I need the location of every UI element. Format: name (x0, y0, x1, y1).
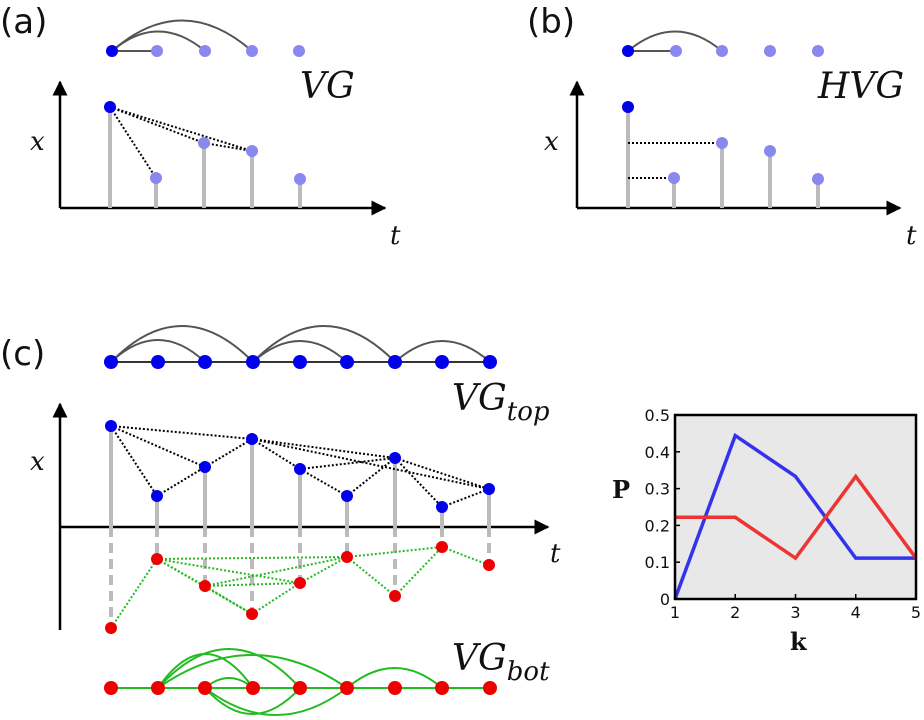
y-tick-label: 0 (660, 590, 670, 609)
panel-b-label: (b) (527, 2, 575, 42)
x-tick-label: 3 (790, 603, 800, 622)
series-line-2 (675, 473, 918, 561)
node (293, 355, 307, 369)
chart-frame (673, 413, 918, 601)
edge (110, 325, 254, 363)
node (716, 45, 728, 57)
degree-distribution-chart: 1 2 3 4 5 0 0.1 0.2 0.3 0.4 0.5 P k (612, 406, 921, 656)
point (812, 173, 824, 185)
bottom-visibility-lines (110, 546, 490, 629)
node (151, 681, 165, 695)
chart-x-label: k (790, 627, 808, 656)
stems (108, 107, 302, 208)
stems-top (109, 426, 491, 527)
edge (394, 340, 491, 363)
point (104, 101, 116, 113)
edge (157, 654, 348, 689)
y-tick-label: 0.1 (645, 553, 670, 572)
x-axis-label: t (906, 221, 917, 251)
panel-c: (c) VGtop x t (0, 325, 561, 716)
y-axis-label: x (30, 127, 45, 157)
panel-a-label: (a) (0, 2, 47, 42)
edge (346, 667, 443, 689)
node (198, 355, 212, 369)
edge (627, 30, 723, 52)
x-tick-label: 4 (851, 603, 861, 622)
point (198, 137, 210, 149)
edge (204, 687, 348, 716)
node (764, 45, 776, 57)
chart-series (673, 432, 918, 600)
point (668, 172, 680, 184)
node (293, 681, 307, 695)
point (294, 173, 306, 185)
stems (626, 107, 820, 208)
edge (157, 648, 301, 689)
chart-plot-area (674, 414, 917, 600)
x-axis-label: t (390, 221, 401, 251)
chart-y-label: P (612, 475, 630, 504)
top-points (105, 420, 495, 513)
x-tick-label: 1 (670, 603, 680, 622)
node (199, 45, 211, 57)
edge (204, 687, 301, 715)
node (246, 45, 258, 57)
edge (252, 340, 348, 363)
x-axis-label: t (550, 539, 561, 569)
y-axis-label: x (544, 127, 559, 157)
panel-a: (a) VG x t (0, 2, 401, 251)
node (151, 45, 163, 57)
x-tick-label: 5 (911, 603, 921, 622)
node (388, 355, 402, 369)
node (104, 681, 118, 695)
edge (111, 19, 253, 52)
node (483, 681, 497, 695)
point (246, 145, 258, 157)
bottom-graph (104, 648, 497, 716)
node (151, 355, 165, 369)
node (388, 681, 402, 695)
y-tick-label: 0.2 (645, 516, 670, 535)
node (104, 355, 118, 369)
series-line-1 (673, 432, 916, 600)
node (435, 355, 449, 369)
node (198, 681, 212, 695)
node (812, 45, 824, 57)
panel-c-label: (c) (0, 334, 45, 374)
point (716, 137, 728, 149)
panel-b: (b) HVG x t (527, 2, 917, 251)
node (435, 681, 449, 695)
node (246, 681, 260, 695)
y-tick-label: 0.4 (645, 443, 670, 462)
y-axis-label: x (30, 447, 45, 477)
bottom-points (105, 541, 495, 634)
node (246, 355, 260, 369)
visibility-lines (109, 106, 253, 179)
stems-bottom (109, 527, 491, 628)
node (293, 45, 305, 57)
node (670, 45, 682, 57)
point (150, 172, 162, 184)
top-graph (104, 325, 497, 369)
point (764, 145, 776, 157)
top-graph-label: VGtop (452, 378, 550, 427)
edge (252, 325, 396, 363)
node (340, 681, 354, 695)
panel-a-graph (106, 19, 305, 57)
x-tick-label: 2 (730, 603, 740, 622)
y-tick-label: 0.5 (645, 406, 670, 425)
chart-ticks: 1 2 3 4 5 0 0.1 0.2 0.3 0.4 0.5 (645, 406, 922, 622)
panel-b-graph-label: HVG (817, 66, 904, 107)
y-tick-label: 0.3 (645, 480, 670, 499)
node (483, 355, 497, 369)
bottom-graph-label: VGbot (452, 638, 550, 687)
node (622, 45, 634, 57)
node (106, 45, 118, 57)
panel-a-graph-label: VG (300, 66, 355, 107)
node (340, 355, 354, 369)
panel-b-graph (622, 30, 824, 57)
top-visibility-lines (110, 425, 490, 508)
point (622, 101, 634, 113)
